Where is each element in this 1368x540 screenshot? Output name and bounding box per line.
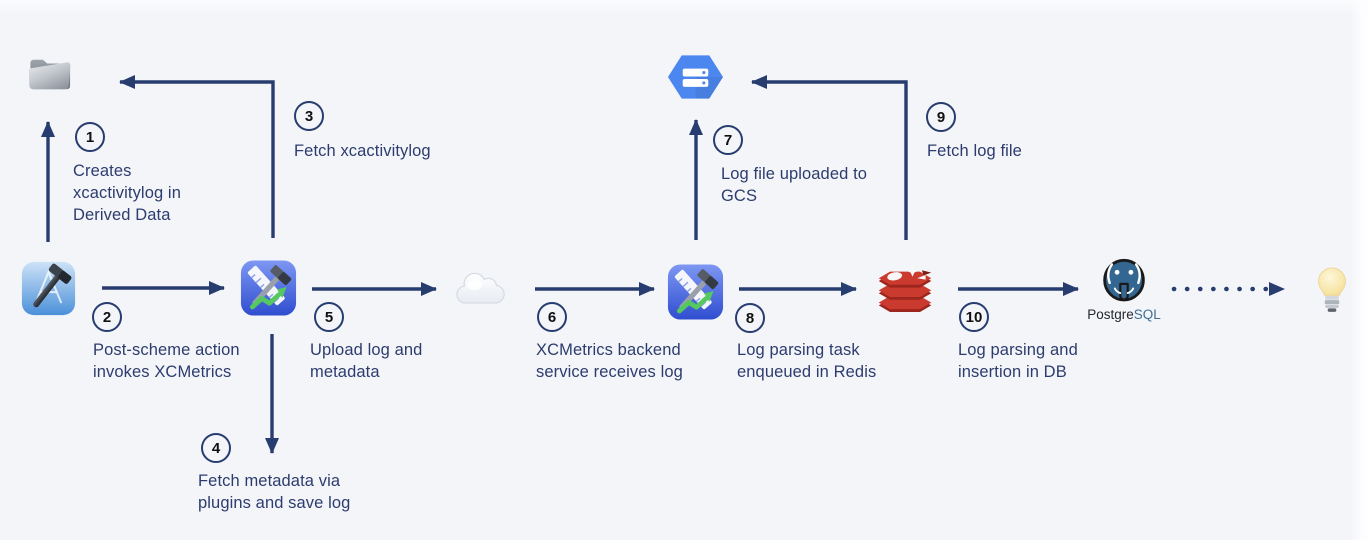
step-8-badge: 8	[735, 303, 765, 333]
postgresql-elephant-icon	[1103, 258, 1145, 302]
gcs-hexagon-icon	[667, 55, 724, 99]
xcode-icon	[21, 261, 76, 316]
step-3-label: Fetch xcactivitylog	[294, 142, 431, 160]
step-2-badge: 2	[92, 302, 122, 332]
step-10-badge: 10	[959, 302, 989, 332]
step-5-badge: 5	[314, 302, 344, 332]
node-redis	[875, 264, 935, 313]
cloud-icon	[456, 272, 505, 304]
step-7-label: Log file uploaded to GCS	[721, 165, 868, 205]
step-6-badge: 6	[537, 302, 567, 332]
node-postgresql: PostgreSQL	[1087, 258, 1161, 322]
node-insight	[1314, 266, 1350, 318]
lightbulb-icon	[1318, 267, 1346, 312]
step-9-badge: 9	[926, 102, 956, 132]
step-2-label: Post-scheme action invokes XCMetrics	[93, 341, 240, 381]
step-3-badge: 3	[294, 101, 324, 131]
step-10-label: Log parsing and insertion in DB	[958, 341, 1078, 381]
step-4-label: Fetch metadata via plugins and save log	[198, 472, 351, 512]
step-7-badge: 7	[713, 125, 743, 155]
arrow-step-9	[751, 75, 908, 240]
step-5-label: Upload log and metadata	[310, 341, 423, 381]
step-4-badge: 4	[201, 433, 231, 463]
postgresql-label: PostgreSQL	[1087, 307, 1161, 322]
node-xcmetrics-backend	[667, 263, 724, 321]
step-1-label: Creates xcactivitylog in Derived Data	[73, 162, 181, 224]
postgresql-label-sql: SQL	[1133, 307, 1161, 322]
node-derived-data	[26, 52, 73, 94]
redis-icon	[878, 265, 932, 312]
node-xcode	[21, 261, 76, 316]
step-8-label: Log parsing task enqueued in Redis	[737, 341, 877, 381]
node-gcs	[666, 50, 725, 104]
node-xcmetrics-client	[240, 259, 297, 317]
folder-icon	[28, 59, 71, 90]
postgresql-label-dark: Postgre	[1087, 307, 1134, 322]
step-9-label: Fetch log file	[927, 142, 1022, 160]
step-1-badge: 1	[75, 122, 105, 152]
node-cloud	[455, 271, 507, 309]
step-6-label: XCMetrics backend service receives log	[536, 341, 683, 381]
xcmetrics-icon	[667, 264, 724, 320]
arrow-step-3	[119, 75, 275, 238]
xcmetrics-icon	[240, 260, 297, 316]
